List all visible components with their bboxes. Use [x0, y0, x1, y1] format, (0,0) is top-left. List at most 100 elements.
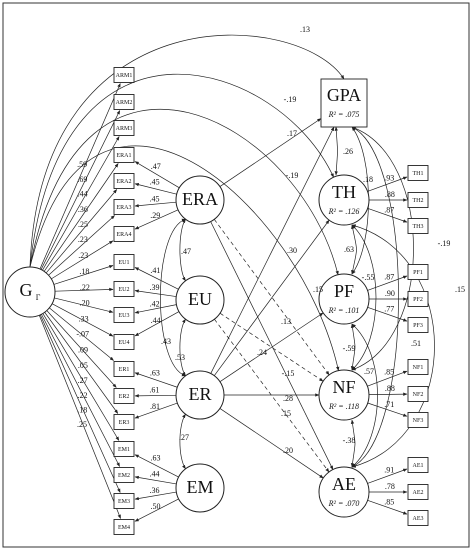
er-loading-label-er3: .81 [150, 402, 160, 411]
indicator-box-ae2 [407, 484, 429, 500]
indicator-box-nf3 [407, 412, 429, 428]
eu-loading-label-eu2: .39 [149, 283, 159, 292]
path-label-er-gpa: .13 [281, 317, 291, 326]
g-loading-label-eu1: .18 [79, 267, 89, 276]
node-label-nf: NF [332, 377, 355, 397]
node-label-eu: EU [188, 289, 212, 309]
em-loading-em2 [134, 475, 177, 485]
corr-label-gpa-th: .26 [343, 147, 353, 156]
er-loading-label-er1: .63 [150, 368, 160, 377]
indicator-label-ae1: AE1 [413, 463, 424, 469]
path-label-er-th: .30 [287, 246, 297, 255]
er-loading-er3 [134, 402, 178, 419]
em-loading-label-em1: .63 [150, 453, 160, 462]
nf-loading-nf3 [367, 402, 408, 417]
path-era-ae [210, 221, 334, 470]
era-loading-label-era1: .47 [151, 162, 161, 171]
eu-loading-eu3 [134, 304, 177, 314]
ae-loading-label-ae1: .91 [384, 465, 394, 474]
em-loading-label-em3: .36 [150, 486, 160, 495]
indicator-box-th1 [407, 165, 429, 181]
eu-loading-eu1 [134, 267, 179, 290]
indicator-box-era1 [113, 147, 135, 163]
g-loading-label-em3: .18 [77, 405, 87, 414]
corr-label-pf-ae: .57 [364, 367, 374, 376]
indicator-box-em3 [113, 493, 135, 509]
corr-era-er [160, 218, 186, 377]
ae-loading-label-ae3: .85 [384, 498, 394, 507]
th-loading-label-th1: .93 [384, 173, 394, 182]
indicator-label-er3: ER3 [119, 420, 130, 426]
g-loading-em1 [42, 313, 120, 441]
path-label-eu-ae: .15 [281, 409, 291, 418]
indicator-box-pf3 [407, 317, 429, 333]
indicator-box-er1 [113, 361, 135, 377]
path-era-gpa [219, 118, 322, 187]
g-loading-em2 [41, 314, 120, 467]
indicator-label-arm1: ARM1 [116, 73, 133, 79]
indicator-box-nf2 [407, 386, 429, 402]
g-loading-label-er1: -.07 [76, 330, 89, 339]
g-loading-label-era2: .25 [78, 220, 88, 229]
path-er-ae [219, 408, 324, 479]
indicator-label-er2: ER2 [119, 394, 130, 400]
g-loading-label-era3: .23 [78, 235, 88, 244]
g-path-label-gpa: .13 [300, 25, 310, 34]
corr-label-nf-ae: -.38 [343, 436, 356, 445]
em-loading-em4 [134, 498, 179, 522]
ae-loading-label-ae2: .78 [385, 482, 395, 491]
path-label-er-nf: .28 [283, 394, 293, 403]
corr-label-er-em: .27 [179, 433, 189, 442]
ae-loading-ae1 [367, 468, 408, 484]
eu-loading-eu4 [134, 311, 180, 337]
em-loading-label-em4: .50 [150, 502, 160, 511]
indicator-box-eu4 [113, 334, 135, 350]
node-label-ae: AE [332, 474, 356, 494]
node-era [175, 175, 225, 225]
indicator-label-pf1: PF1 [413, 270, 423, 276]
g-loading-label-eu2: .22 [80, 283, 90, 292]
indicator-box-ae1 [407, 457, 429, 473]
g-loading-era2 [45, 189, 118, 274]
g-loading-era4 [51, 240, 114, 280]
node-eu [175, 275, 225, 325]
path-era-nf [213, 219, 330, 376]
pf-loading-label-pf3: .77 [384, 305, 394, 314]
node-label-gpa: GPA [327, 85, 361, 105]
g-loading-arm3 [42, 136, 120, 271]
indicator-box-em2 [113, 467, 135, 483]
corr-eu-er [179, 318, 186, 377]
em-loading-em3 [134, 491, 177, 501]
node-label-em: EM [187, 477, 214, 497]
indicator-box-em4 [113, 519, 135, 535]
em-loading-label-em2: .44 [150, 470, 160, 479]
g-path-pf [29, 109, 339, 276]
indicator-label-ae3: AE3 [413, 516, 424, 522]
node-label-er: ER [188, 384, 211, 404]
g-loading-era1 [43, 163, 119, 272]
corr-label-th-pf: .63 [344, 245, 354, 254]
th-loading-label-th2: .88 [385, 190, 395, 199]
corr-th-ae [351, 224, 435, 468]
indicator-label-th2: TH2 [413, 198, 424, 204]
corr-label-gpa-pf: .18 [363, 175, 373, 184]
g-loading-label-em1: .27 [78, 376, 88, 385]
g-loading-er3 [44, 312, 119, 414]
er-loading-er2 [134, 394, 177, 398]
em-loading-em1 [134, 454, 179, 478]
path-er-pf [219, 312, 324, 382]
node-er [175, 370, 225, 420]
eu-loading-label-eu4: .44 [151, 316, 161, 325]
nf-loading-nf2 [368, 392, 408, 396]
indicator-label-arm2: ARM2 [116, 100, 133, 106]
indicator-box-pf2 [407, 291, 429, 307]
er-loading-er1 [134, 372, 178, 388]
node-th [318, 174, 370, 226]
node-label-pf: PF [334, 281, 354, 301]
path-label-er-ae: .20 [283, 446, 293, 455]
nf-loading-label-nf1: .85 [384, 368, 394, 377]
indicator-box-er3 [113, 414, 135, 430]
node-pf [318, 273, 370, 325]
indicator-label-pf2: PF2 [413, 297, 423, 303]
g-loading-label-eu4: .33 [79, 314, 89, 323]
